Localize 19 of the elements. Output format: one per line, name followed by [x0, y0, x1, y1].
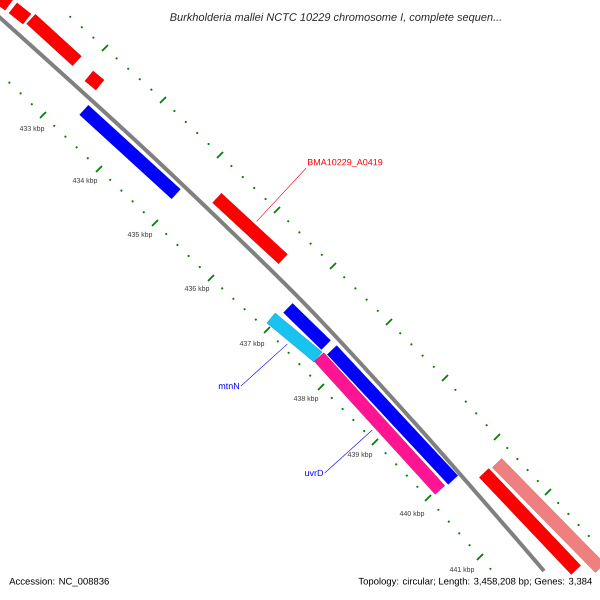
gene-bar [327, 345, 458, 485]
gene-bar [0, 0, 14, 10]
gene-bar [492, 458, 600, 573]
title: Burkholderia mallei NCTC 10229 chromosome I, complete sequen... [170, 12, 501, 24]
gene-label: BMA10229_A0419 [308, 158, 382, 168]
gene-label: mtnN [218, 382, 240, 390]
accession-text: Accession: NC_008836 [9, 578, 109, 586]
leader-line [324, 430, 373, 474]
gene-bar [212, 193, 288, 264]
summary-text: Topology: circular; Length: 3,458,208 bp; Genes: 3,384 [356, 576, 594, 588]
gene-label: uvrD [305, 470, 324, 476]
gene-bar [84, 70, 104, 90]
gene-bar [283, 303, 331, 350]
leader-line [240, 344, 288, 386]
gene-bar [479, 468, 581, 575]
gene-bar [26, 14, 82, 66]
gene-bar [8, 2, 32, 24]
gene-bar [266, 312, 322, 362]
leader-line [256, 168, 306, 222]
